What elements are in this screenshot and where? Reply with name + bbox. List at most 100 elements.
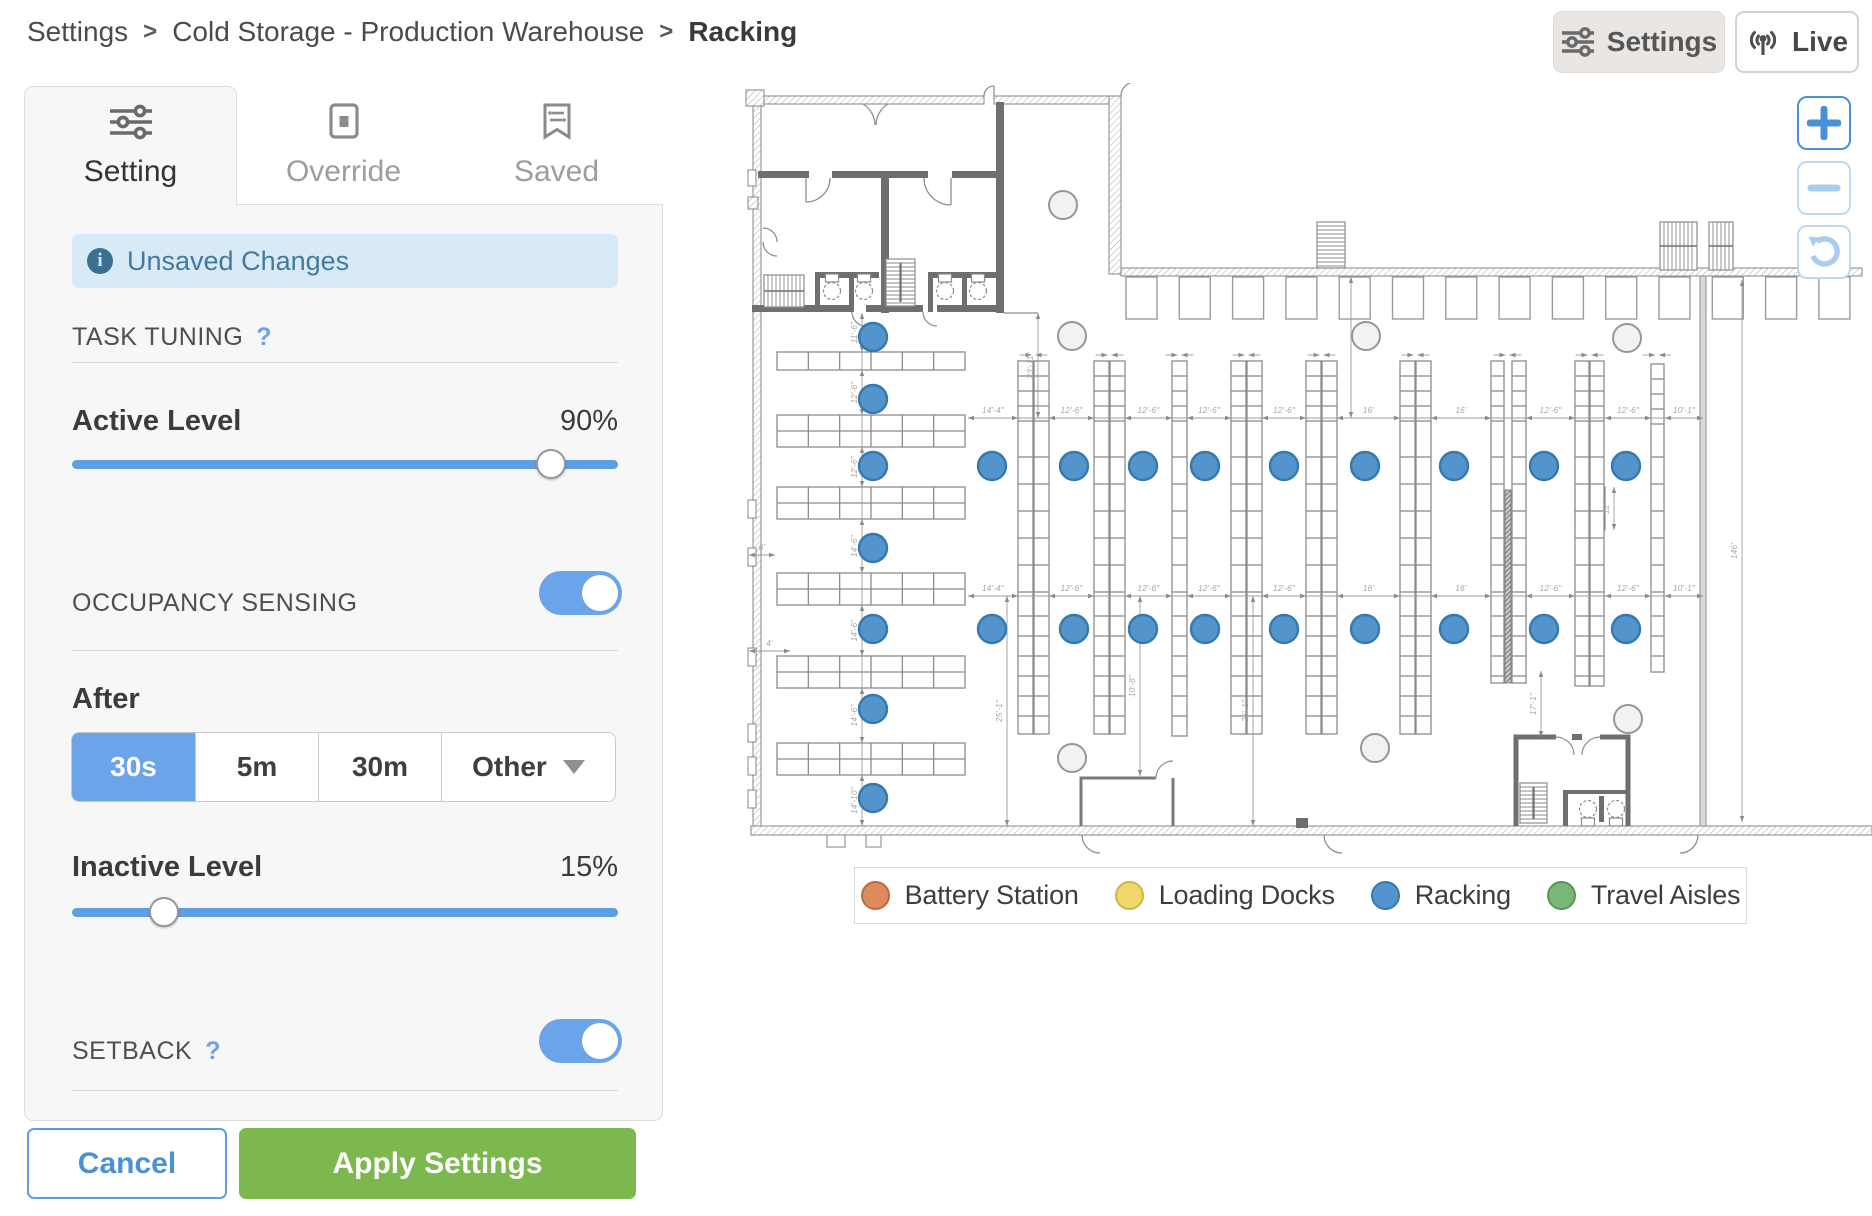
svg-text:16': 16' (1455, 584, 1467, 593)
apply-settings-button[interactable]: Apply Settings (239, 1128, 636, 1199)
racking-dot[interactable] (1058, 613, 1090, 645)
racking-dot[interactable] (1189, 613, 1221, 645)
svg-text:12'-6": 12'-6" (1137, 406, 1160, 415)
zoom-in-button[interactable] (1797, 96, 1851, 150)
unassigned-dot[interactable] (1351, 321, 1381, 351)
unassigned-dot[interactable] (1613, 704, 1643, 734)
racking-dot[interactable] (1349, 613, 1381, 645)
after-option-30m[interactable]: 30m (319, 733, 442, 801)
inactive-level-label: Inactive Level (72, 851, 263, 883)
svg-text:14'-6": 14'-6" (850, 619, 859, 642)
racking-dot[interactable] (857, 693, 889, 725)
restroom-fixtures (822, 273, 1626, 827)
zoom-reset-button[interactable] (1797, 225, 1851, 279)
unassigned-dot[interactable] (1057, 743, 1087, 773)
racking-dot[interactable] (976, 613, 1008, 645)
slider-thumb[interactable] (536, 449, 567, 479)
svg-text:16': 16' (1455, 406, 1467, 415)
svg-text:12'-6": 12'-6" (1273, 406, 1296, 415)
svg-text:12'-6": 12'-6" (1539, 406, 1562, 415)
after-row: After (72, 683, 618, 716)
svg-text:16': 16' (1363, 584, 1375, 593)
after-option-30s[interactable]: 30s (72, 733, 196, 801)
active-level-label: Active Level (72, 405, 242, 437)
racking-dot[interactable] (1268, 450, 1300, 482)
vertical-racks (1017, 360, 1665, 737)
settings-button[interactable]: Settings (1553, 11, 1725, 73)
building-walls (745, 89, 1872, 836)
racking-dot[interactable] (1438, 450, 1470, 482)
legend-label: Travel Aisles (1590, 880, 1741, 910)
live-button[interactable]: Live (1735, 11, 1859, 73)
undo-arrow-icon (1808, 236, 1840, 267)
racking-dot[interactable] (1438, 613, 1470, 645)
after-option-other[interactable]: Other (442, 733, 615, 801)
svg-text:12'-6": 12'-6" (850, 381, 859, 404)
svg-text:12'-6": 12'-6" (1060, 584, 1083, 593)
floor-plan[interactable]: 14'-4" 12'-6" 12'-6" 12'-6" 12'-6" 16' 16' 12'-… (740, 83, 1872, 943)
legend-label: Battery Station (904, 880, 1079, 910)
settings-button-label: Settings (1606, 26, 1718, 57)
task-tuning-header: TASK TUNING? (72, 323, 618, 352)
task-tuning-help-icon[interactable]: ? (256, 323, 272, 351)
legend-item-battery-station: Battery Station (860, 880, 1079, 911)
minus-icon (1807, 184, 1841, 192)
divider (72, 1090, 618, 1091)
slider-track[interactable] (72, 907, 618, 917)
legend-item-travel-aisles: Travel Aisles (1546, 880, 1741, 911)
active-level-slider[interactable] (72, 449, 618, 479)
racking-dot[interactable] (857, 613, 889, 645)
inactive-level-slider[interactable] (72, 897, 618, 927)
divider (72, 650, 618, 651)
divider (72, 362, 618, 363)
racking-dot[interactable] (1127, 450, 1159, 482)
racking-dot[interactable] (1189, 450, 1221, 482)
tab-override[interactable]: Override (237, 86, 450, 204)
breadcrumb-item[interactable]: Cold Storage - Production Warehouse (172, 16, 645, 47)
racking-dot[interactable] (857, 782, 889, 814)
racking-dot[interactable] (1268, 613, 1300, 645)
racking-dot[interactable] (1127, 613, 1159, 645)
legend-circle-icon (1114, 881, 1144, 910)
unassigned-dot[interactable] (1057, 321, 1087, 351)
toggle-knob (582, 1023, 618, 1059)
racking-dot[interactable] (857, 321, 889, 353)
slider-track[interactable] (72, 459, 618, 469)
dimension-lines: 14'-4" 12'-6" 12'-6" 12'-6" 12'-6" 16' 16' 12'-… (749, 277, 1745, 826)
slider-thumb[interactable] (149, 897, 180, 927)
zoom-out-button[interactable] (1797, 161, 1851, 215)
sliders-icon (108, 104, 154, 145)
breadcrumb: Settings>Cold Storage - Production Wareh… (27, 16, 797, 48)
cancel-button[interactable]: Cancel (27, 1128, 227, 1199)
racking-dot[interactable] (1610, 450, 1642, 482)
toggle-knob (582, 575, 618, 611)
chevron-down-icon (562, 760, 585, 774)
svg-text:10'-1": 10'-1" (1673, 584, 1696, 593)
task-tuning-label: TASK TUNING (72, 323, 244, 351)
racking-dot[interactable] (1528, 450, 1560, 482)
racking-dot[interactable] (1058, 450, 1090, 482)
unassigned-dot[interactable] (1612, 323, 1642, 353)
racking-dot[interactable] (857, 383, 889, 415)
tab-setting[interactable]: Setting (24, 86, 237, 206)
racking-dot[interactable] (1610, 613, 1642, 645)
racking-dot[interactable] (1349, 450, 1381, 482)
svg-text:14'-4": 14'-4" (982, 406, 1005, 415)
racking-dot[interactable] (857, 450, 889, 482)
svg-text:12'-6": 12'-6" (1539, 584, 1562, 593)
racking-dot[interactable] (976, 450, 1008, 482)
breadcrumb-item[interactable]: Settings (27, 16, 129, 47)
racking-dot[interactable] (1528, 613, 1560, 645)
unassigned-dot[interactable] (1360, 733, 1390, 763)
after-option-5m[interactable]: 5m (196, 733, 319, 801)
setback-help-icon[interactable]: ? (205, 1037, 221, 1065)
unassigned-dot[interactable] (1048, 190, 1078, 220)
setback-toggle[interactable] (539, 1019, 622, 1063)
legend-circle-icon (1370, 881, 1400, 910)
unsaved-changes-banner: i Unsaved Changes (72, 234, 618, 288)
occupancy-sensing-toggle[interactable] (539, 571, 622, 615)
tab-saved[interactable]: Saved (450, 86, 663, 204)
inactive-level-value: 15% (559, 851, 618, 883)
racking-dot[interactable] (857, 532, 889, 564)
svg-text:12'-6": 12'-6" (1060, 406, 1083, 415)
